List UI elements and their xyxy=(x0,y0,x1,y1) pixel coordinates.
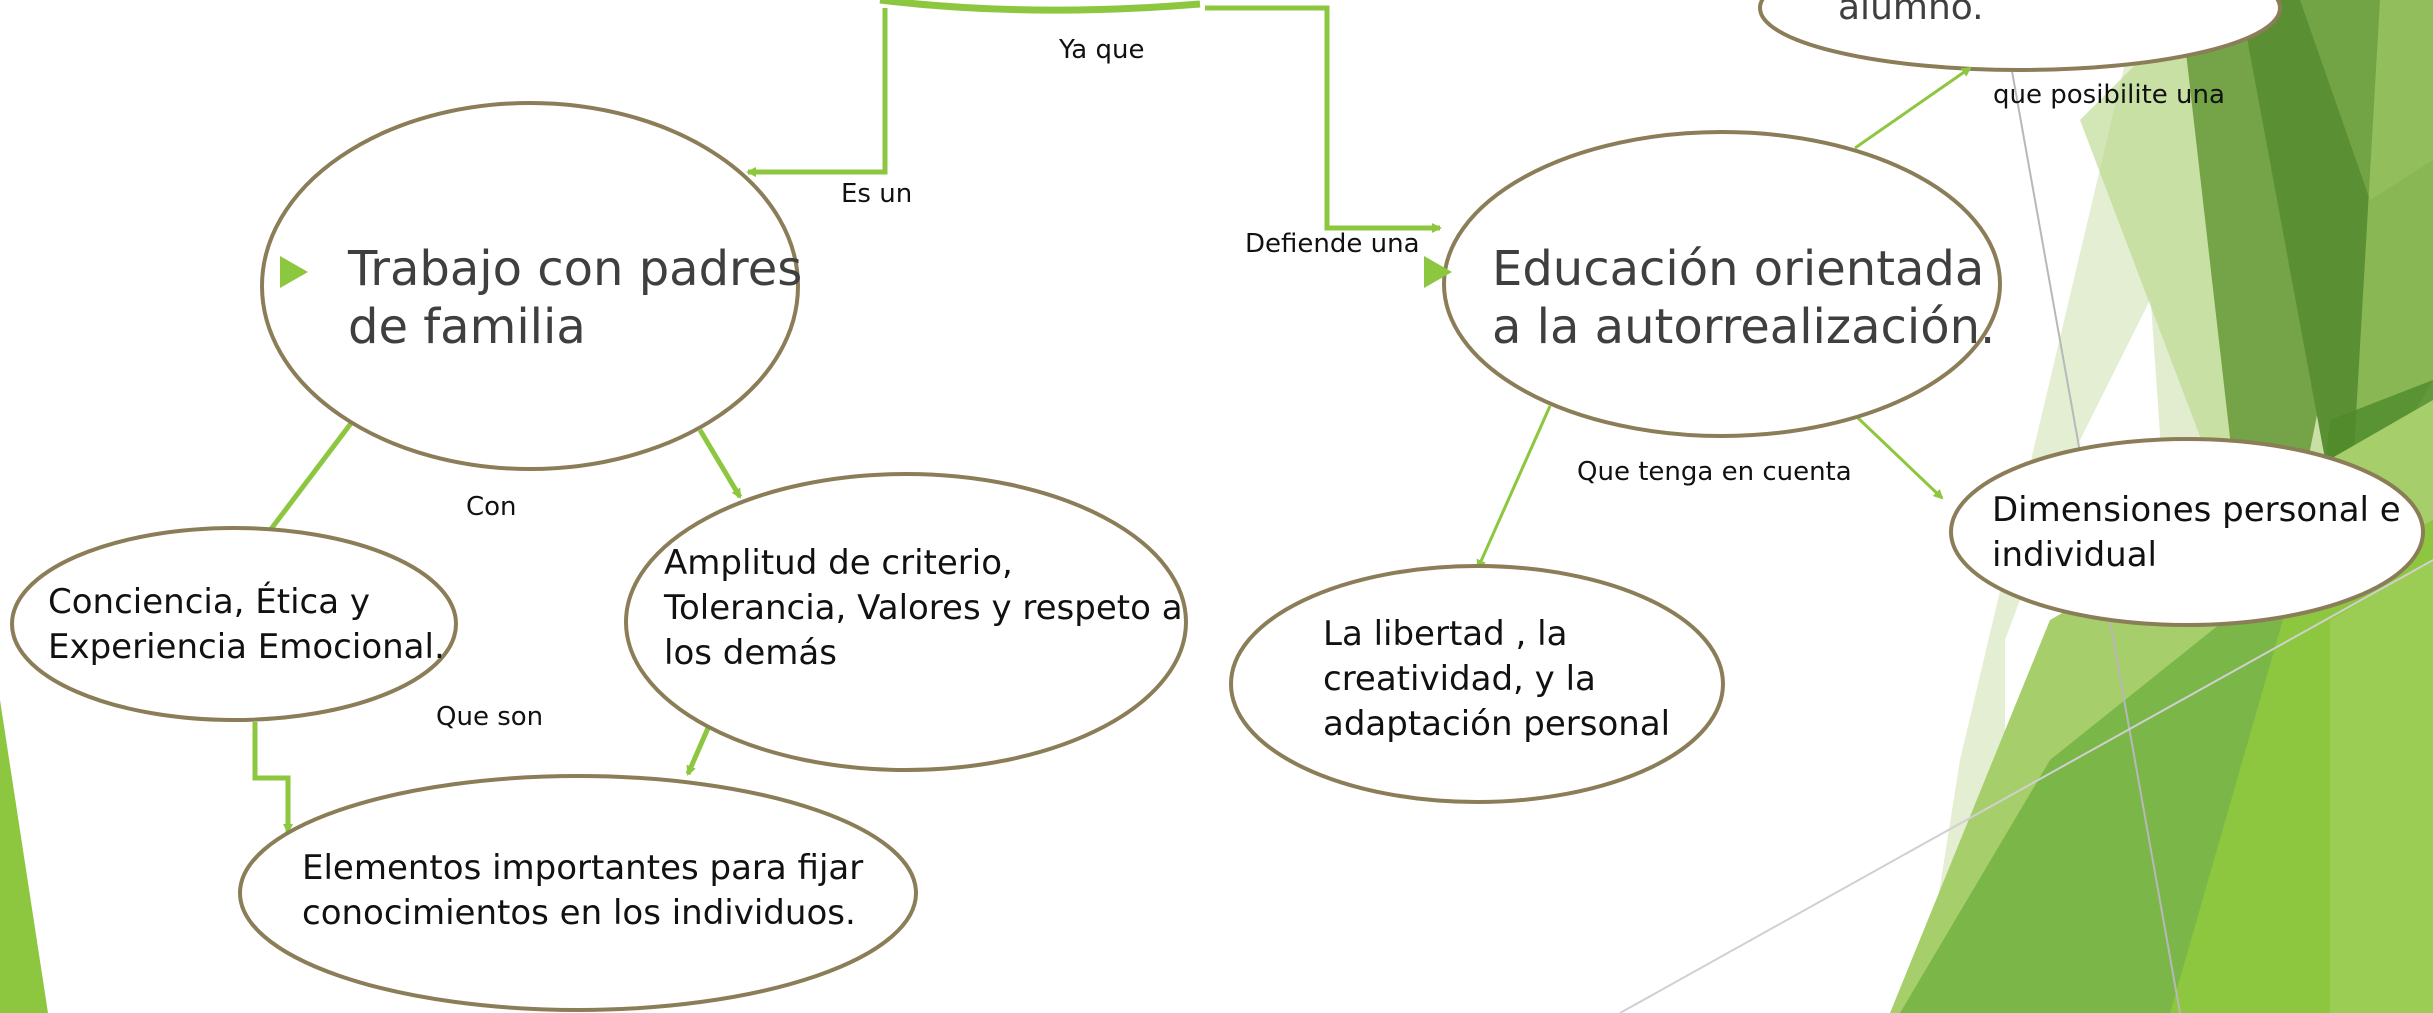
node-elementos-ellipse xyxy=(238,774,918,1012)
triangle-bullet-icon xyxy=(280,256,308,288)
node-dimensiones-text: Dimensiones personal e individual xyxy=(1992,488,2401,578)
node-trabajo-line-2: de familia xyxy=(348,299,586,355)
top-right-node-fragment xyxy=(1758,0,2282,72)
node-conciencia-ellipse xyxy=(10,526,458,722)
edge-label-ya-que: Ya que xyxy=(1059,35,1145,65)
node-educacion-line-1: Educación orientada xyxy=(1492,241,1985,297)
connector-con-left xyxy=(263,416,357,539)
node-amplitud-text: Amplitud de criterio, Tolerancia, Valore… xyxy=(664,541,1183,676)
node-elementos-line-1: Elementos importantes para fijar xyxy=(302,848,864,888)
node-libertad-line-1: La libertad , la xyxy=(1323,614,1568,654)
connectors xyxy=(252,5,1972,834)
decorative-background-facets xyxy=(1619,0,2433,1013)
node-educacion-line-2: a la autorrealización. xyxy=(1492,299,1996,355)
node-dimensiones-line-1: Dimensiones personal e xyxy=(1992,490,2401,530)
node-libertad-line-3: adaptación personal xyxy=(1323,704,1671,744)
edge-label-es-un: Es un xyxy=(841,179,913,209)
connector-que-son-right xyxy=(685,727,711,776)
node-libertad-text: La libertad , la creatividad, y la adapt… xyxy=(1323,612,1670,747)
node-trabajo-ellipse xyxy=(260,101,800,471)
edge-label-con: Con xyxy=(466,492,517,522)
connector-defiende-una xyxy=(1205,5,1442,233)
connector-dimensiones xyxy=(1856,416,1944,500)
triangle-bullet-icon xyxy=(1424,256,1452,288)
edge-label-que-son: Que son xyxy=(436,702,544,732)
edge-label-que-posibilite-una: que posibilite una xyxy=(1993,80,2225,110)
node-dimensiones-ellipse xyxy=(1949,437,2425,627)
node-libertad-ellipse xyxy=(1229,564,1725,804)
node-amplitud-line-2: Tolerancia, Valores y respeto a xyxy=(664,588,1183,628)
node-trabajo-text: Trabajo con padres de familia xyxy=(348,240,802,356)
node-conciencia-line-1: Conciencia, Ética y xyxy=(48,582,371,622)
edge-label-que-tenga-en-cuenta: Que tenga en cuenta xyxy=(1577,457,1852,487)
node-elementos-text: Elementos importantes para fijar conocim… xyxy=(302,846,863,936)
connector-con-right xyxy=(697,428,743,499)
connector-que-posibilite-una xyxy=(1854,66,1972,150)
connector-es-un xyxy=(746,8,888,177)
node-amplitud-line-1: Amplitud de criterio, xyxy=(664,543,1013,583)
left-decorative-facet xyxy=(0,700,48,1013)
node-educacion-text: Educación orientada a la autorrealizació… xyxy=(1492,240,1995,356)
node-dimensiones-line-2: individual xyxy=(1992,535,2158,575)
node-conciencia-line-2: Experiencia Emocional. xyxy=(48,627,445,667)
node-trabajo-line-1: Trabajo con padres xyxy=(348,241,803,297)
node-conciencia-text: Conciencia, Ética y Experiencia Emociona… xyxy=(48,580,445,670)
node-libertad-line-2: creatividad, y la xyxy=(1323,659,1596,699)
connector-que-son-left xyxy=(252,722,293,834)
top-center-node-fragment xyxy=(879,0,1201,14)
node-amplitud-line-3: los demás xyxy=(664,633,837,673)
node-alumno-fragment-text: alumno. xyxy=(1838,0,1984,28)
connector-que-tenga-en-cuenta xyxy=(1476,405,1552,570)
node-amplitud-ellipse xyxy=(624,472,1188,772)
edge-label-defiende-una: Defiende una xyxy=(1245,229,1420,259)
node-elementos-line-2: conocimientos en los individuos. xyxy=(302,893,856,933)
